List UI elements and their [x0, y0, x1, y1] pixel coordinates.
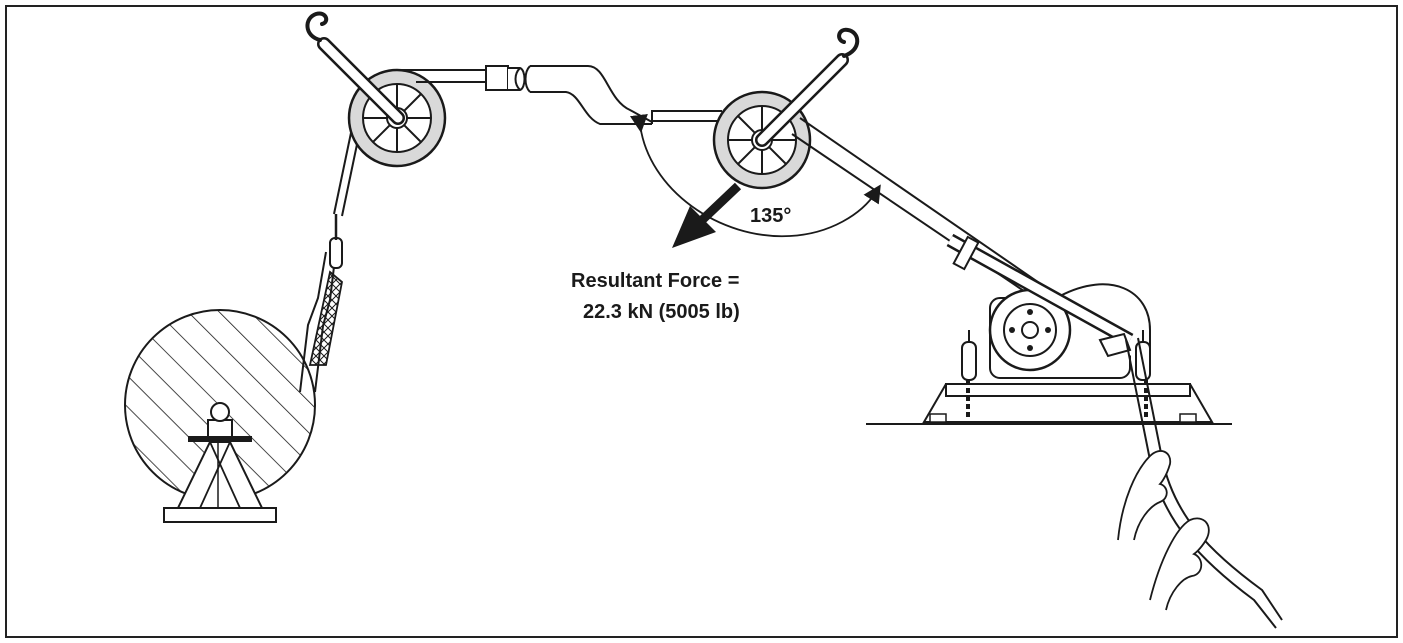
resultant-line1: Resultant Force = [571, 270, 739, 292]
conduit [400, 65, 722, 125]
resultant-line2: 22.3 kN (5005 lb) [583, 301, 740, 323]
angle-label: 135° [750, 205, 791, 227]
angle-indicator: 135° [629, 113, 881, 237]
tail-rope-and-hands [1117, 337, 1283, 629]
cable-puller [866, 233, 1232, 425]
cable-reel [124, 309, 316, 523]
hook-left [305, 11, 329, 42]
resultant-force-label: Resultant Force = 22.3 kN (5005 lb) [571, 270, 740, 323]
pulling-grip [308, 270, 343, 366]
cable-reel-to-sheave [299, 127, 361, 393]
hook-center [837, 27, 860, 58]
upper-hand [1117, 450, 1172, 541]
sheave-left [305, 11, 447, 168]
resultant-force-arrow [672, 182, 742, 248]
reel-stand [163, 402, 277, 523]
lower-hand [1149, 517, 1210, 611]
outer-border [5, 5, 1398, 638]
